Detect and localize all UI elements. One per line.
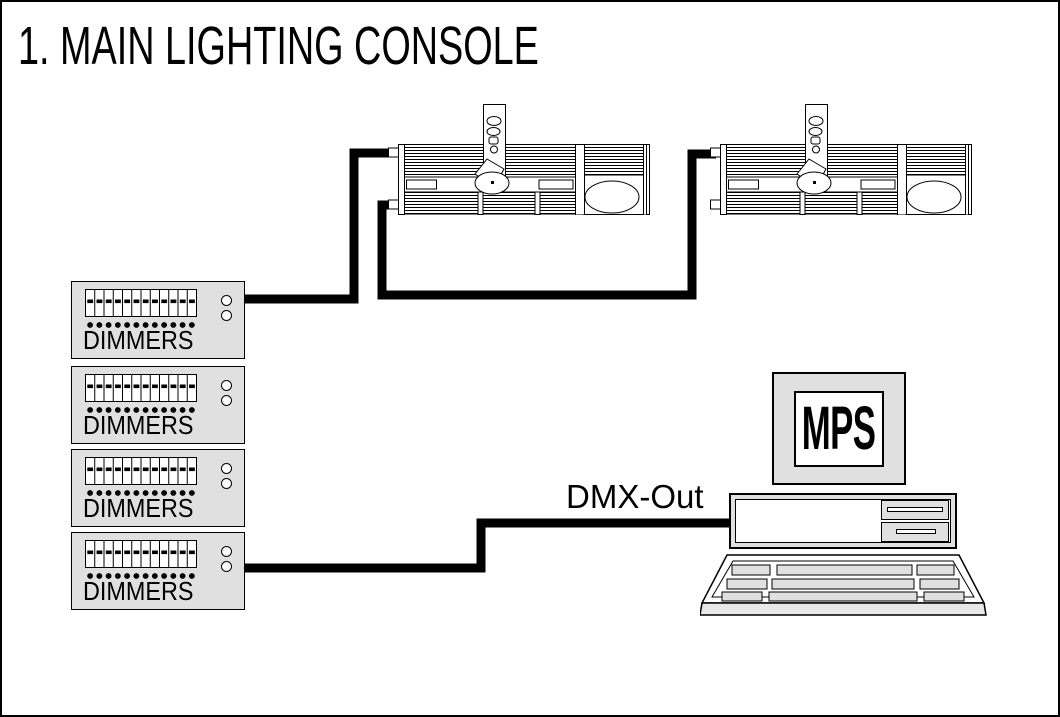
knob-icon bbox=[221, 310, 232, 321]
page-title: 1. MAIN LIGHTING CONSOLE bbox=[18, 16, 539, 76]
dimmer-label: DIMMERS bbox=[83, 410, 194, 440]
dimmer-unit-3: DIMMERS bbox=[71, 449, 245, 527]
cable-dmx-out bbox=[245, 518, 732, 573]
computer-keyboard-icon bbox=[700, 553, 988, 619]
dimmer-unit-2: DIMMERS bbox=[71, 366, 245, 444]
knob-icon bbox=[221, 546, 232, 557]
mps-logo: MPS bbox=[802, 394, 876, 462]
desktop-computer-case bbox=[729, 493, 957, 549]
knob-icon bbox=[221, 561, 232, 572]
dimmer-label: DIMMERS bbox=[83, 576, 194, 606]
dmx-out-label: DMX-Out bbox=[566, 478, 704, 515]
moving-light-fixture-1 bbox=[388, 104, 652, 216]
drive-slot-icon bbox=[887, 507, 943, 512]
cable-fixture-1-to-fixture-2 bbox=[377, 149, 716, 300]
knob-icon bbox=[221, 478, 232, 489]
knob-icon bbox=[221, 380, 232, 391]
monitor-screen: MPS bbox=[794, 390, 884, 467]
dimmer-unit-1: DIMMERS bbox=[71, 281, 245, 359]
moving-light-fixture-2 bbox=[710, 104, 974, 216]
dimmer-label: DIMMERS bbox=[83, 493, 194, 523]
knob-icon bbox=[221, 295, 232, 306]
drive-bay-1 bbox=[881, 500, 949, 520]
knob-icon bbox=[221, 395, 232, 406]
drive-slot-icon bbox=[896, 529, 936, 534]
computer-monitor: MPS bbox=[772, 372, 906, 485]
dimmer-label: DIMMERS bbox=[83, 325, 194, 355]
dimmer-unit-4: DIMMERS bbox=[71, 532, 245, 610]
knob-icon bbox=[221, 463, 232, 474]
drive-bay-2 bbox=[881, 522, 949, 542]
cable-dimmer-to-fixture-1 bbox=[245, 148, 394, 304]
